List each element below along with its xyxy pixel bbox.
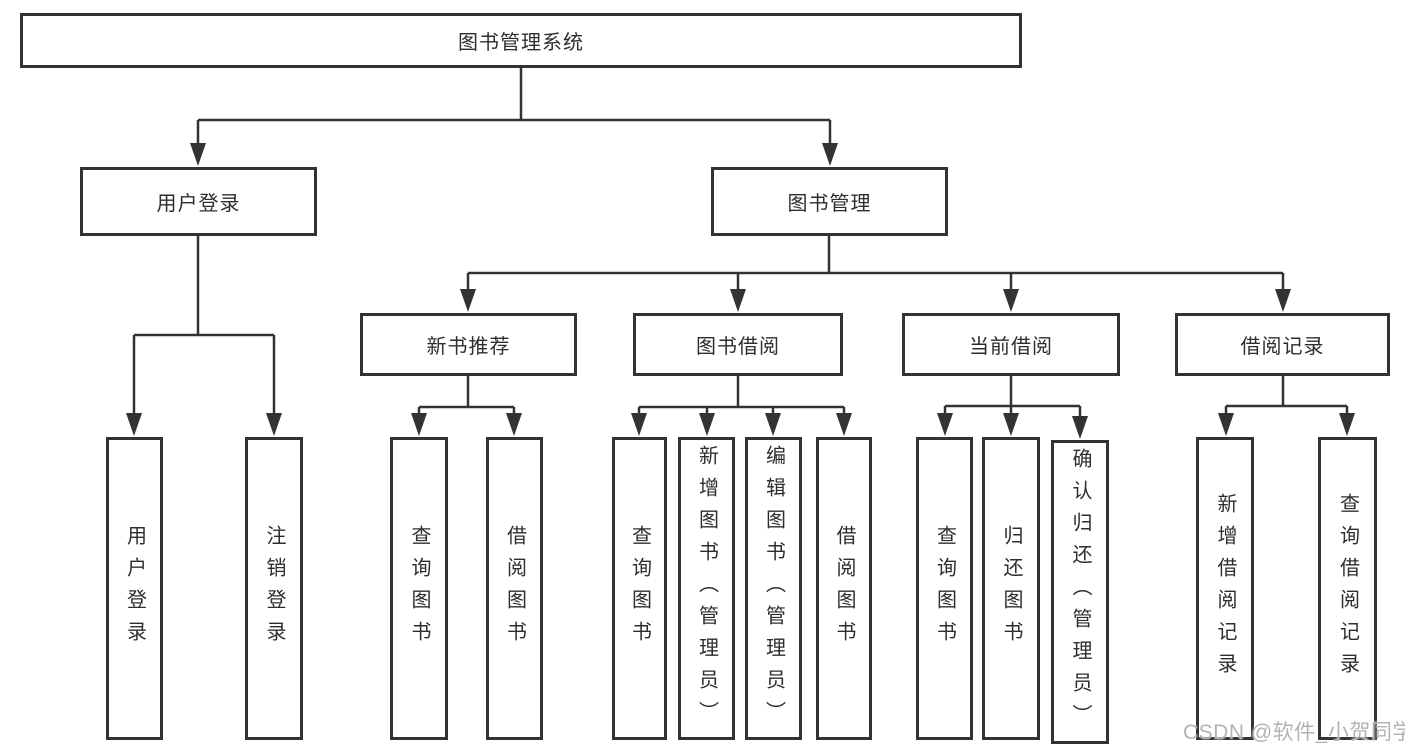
- leaf-query-books-borrow: 查询图书: [612, 437, 667, 740]
- leaf-query-books-recommend: 查询图书: [390, 437, 448, 740]
- node-current-borrow: 当前借阅: [902, 313, 1120, 376]
- leaf-query-books-current: 查询图书: [916, 437, 973, 740]
- leaf-borrow-books-recommend: 借阅图书: [486, 437, 543, 740]
- leaf-return-books: 归还图书: [982, 437, 1040, 740]
- node-new-book-recommend: 新书推荐: [360, 313, 577, 376]
- node-label: 用户登录: [156, 193, 241, 215]
- node-label: 新增图书（管理员）: [695, 444, 718, 733]
- leaf-query-borrow-record: 查询借阅记录: [1318, 437, 1377, 740]
- leaf-borrow-books: 借阅图书: [816, 437, 872, 740]
- node-label: 图书管理系统: [458, 32, 584, 54]
- node-label: 借阅图书: [833, 524, 855, 653]
- node-user-login: 用户登录: [80, 167, 317, 236]
- leaf-add-books-admin: 新增图书（管理员）: [678, 437, 735, 740]
- node-label: 查询图书: [628, 524, 651, 653]
- arrowheads: [126, 143, 1355, 439]
- node-label: 查询图书: [408, 524, 430, 653]
- node-borrow-records: 借阅记录: [1175, 313, 1390, 376]
- node-label: 新增借阅记录: [1214, 492, 1236, 685]
- node-book-borrow: 图书借阅: [633, 313, 843, 376]
- leaf-add-borrow-record: 新增借阅记录: [1196, 437, 1254, 740]
- csdn-watermark: CSDN @软件_小贺同学: [1183, 721, 1405, 744]
- node-label: 查询借阅记录: [1336, 492, 1359, 685]
- node-book-management: 图书管理: [711, 167, 948, 236]
- node-label: 注销登录: [263, 524, 285, 653]
- leaf-user-login: 用户登录: [106, 437, 163, 740]
- node-label: 新书推荐: [426, 336, 511, 358]
- leaf-edit-books-admin: 编辑图书（管理员）: [745, 437, 802, 740]
- node-label: 用户登录: [123, 524, 146, 653]
- node-root-system: 图书管理系统: [20, 13, 1022, 68]
- leaf-confirm-return-admin: 确认归还（管理员）: [1051, 440, 1109, 744]
- node-label: 当前借阅: [969, 336, 1053, 358]
- leaf-logout: 注销登录: [245, 437, 303, 740]
- node-label: 图书借阅: [696, 336, 780, 358]
- node-label: 图书管理: [787, 193, 872, 215]
- node-label: 查询图书: [933, 524, 956, 653]
- node-label: 确认归还（管理员）: [1069, 448, 1091, 736]
- node-label: 编辑图书（管理员）: [762, 444, 785, 733]
- node-label: 借阅记录: [1240, 336, 1325, 358]
- node-label: 归还图书: [1000, 524, 1022, 653]
- node-label: 借阅图书: [503, 524, 526, 653]
